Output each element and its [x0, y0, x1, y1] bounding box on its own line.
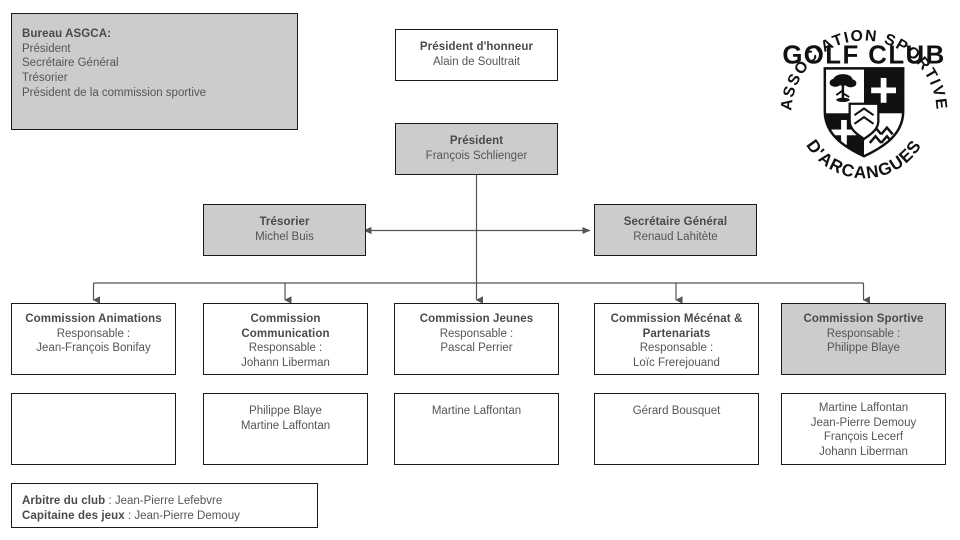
- member-name: Johann Liberman: [819, 446, 908, 459]
- footer-panel: Arbitre du club : Jean-Pierre Lefebvre C…: [11, 483, 318, 528]
- bureau-role: Trésorier: [22, 72, 68, 85]
- member-name: Martine Laffontan: [818, 402, 909, 414]
- member-name: Gérard Bousquet: [632, 405, 721, 417]
- node-commission-mecenat: Commission Mécénat & Partenariats Respon…: [594, 303, 759, 375]
- commission-title: Commission Sportive: [803, 313, 924, 325]
- footer-separator: :: [105, 495, 115, 507]
- president-honneur-name: Alain de Soultrait: [433, 55, 520, 68]
- bureau-heading: Bureau ASGCA:: [22, 28, 112, 40]
- logo-main-text: GOLF CLUB: [782, 42, 945, 70]
- members-communication: Philippe Blaye Martine Laffontan: [203, 393, 368, 465]
- commission-lead: Pascal Perrier: [440, 342, 513, 355]
- commission-role-label: Responsable :: [826, 327, 901, 340]
- member-name: Martine Laffontan: [431, 405, 522, 417]
- tresorier-name: Michel Buis: [255, 230, 314, 243]
- node-president-honneur: Président d'honneur Alain de Soultrait: [395, 29, 558, 81]
- shield-icon: [823, 67, 905, 158]
- commission-role-label: Responsable :: [56, 327, 131, 340]
- commission-role-label: Responsable :: [439, 327, 514, 340]
- member-name: Jean-Pierre Demouy: [810, 416, 917, 429]
- inescutcheon: [848, 102, 880, 141]
- president-name: François Schlienger: [425, 149, 528, 162]
- member-name: Philippe Blaye: [249, 405, 322, 417]
- commission-lead: Philippe Blaye: [827, 342, 900, 355]
- node-commission-jeunes: Commission Jeunes Responsable : Pascal P…: [394, 303, 559, 375]
- club-logo: ASSOCIATION SPORTIVE GOLF CLUB D'ARCANGU…: [778, 27, 948, 182]
- members-jeunes: Martine Laffontan: [394, 393, 559, 465]
- bureau-role: Président: [22, 42, 71, 55]
- member-name: François Lecerf: [823, 431, 904, 444]
- cross-charge-top-right: [871, 77, 897, 103]
- cross-charge-bottom-left: [831, 119, 857, 145]
- footer-value: Jean-Pierre Demouy: [134, 509, 240, 522]
- bureau-role: Secrétaire Général: [22, 57, 119, 70]
- node-commission-communication: Commission Communication Responsable : J…: [203, 303, 368, 375]
- member-name: Martine Laffontan: [240, 419, 331, 432]
- commission-lead: Johann Liberman: [241, 357, 330, 370]
- president-honneur-title: Président d'honneur: [419, 41, 534, 53]
- secretaire-title: Secrétaire Général: [623, 216, 728, 228]
- commission-title: Commission Jeunes: [419, 313, 534, 325]
- commission-role-label: Responsable :: [639, 342, 714, 355]
- node-president: Président François Schlienger: [395, 123, 558, 175]
- secretaire-name: Renaud Lahitète: [633, 230, 718, 243]
- footer-separator: :: [124, 509, 135, 522]
- commission-title: Commission Animations: [25, 313, 162, 325]
- commission-title: Commission Communication: [241, 313, 330, 340]
- footer-label: Capitaine des jeux: [22, 509, 125, 522]
- node-secretaire-general: Secrétaire Général Renaud Lahitète: [594, 204, 757, 256]
- members-sportive: Martine Laffontan Jean-Pierre Demouy Fra…: [781, 393, 946, 465]
- footer-row: Arbitre du club : Jean-Pierre Lefebvre: [22, 494, 222, 509]
- commission-role-label: Responsable :: [248, 342, 323, 355]
- footer-row: Capitaine des jeux : Jean-Pierre Demouy: [22, 509, 240, 524]
- node-tresorier: Trésorier Michel Buis: [203, 204, 366, 256]
- commission-lead: Loïc Frerejouand: [633, 357, 720, 370]
- bureau-role: Président de la commission sportive: [22, 86, 207, 99]
- president-title: Président: [449, 135, 504, 147]
- bureau-panel: Bureau ASGCA: Président Secrétaire Génér…: [11, 13, 298, 130]
- tresorier-title: Trésorier: [259, 216, 310, 228]
- commission-lead: Jean-François Bonifay: [36, 342, 151, 355]
- node-commission-sportive: Commission Sportive Responsable : Philip…: [781, 303, 946, 375]
- commission-title: Commission Mécénat & Partenariats: [610, 313, 743, 340]
- footer-value: Jean-Pierre Lefebvre: [114, 495, 223, 507]
- members-mecenat: Gérard Bousquet: [594, 393, 759, 465]
- node-commission-animations: Commission Animations Responsable : Jean…: [11, 303, 176, 375]
- members-animations: [11, 393, 176, 465]
- oak-tree-charge: [829, 74, 857, 103]
- footer-label: Arbitre du club: [22, 495, 106, 507]
